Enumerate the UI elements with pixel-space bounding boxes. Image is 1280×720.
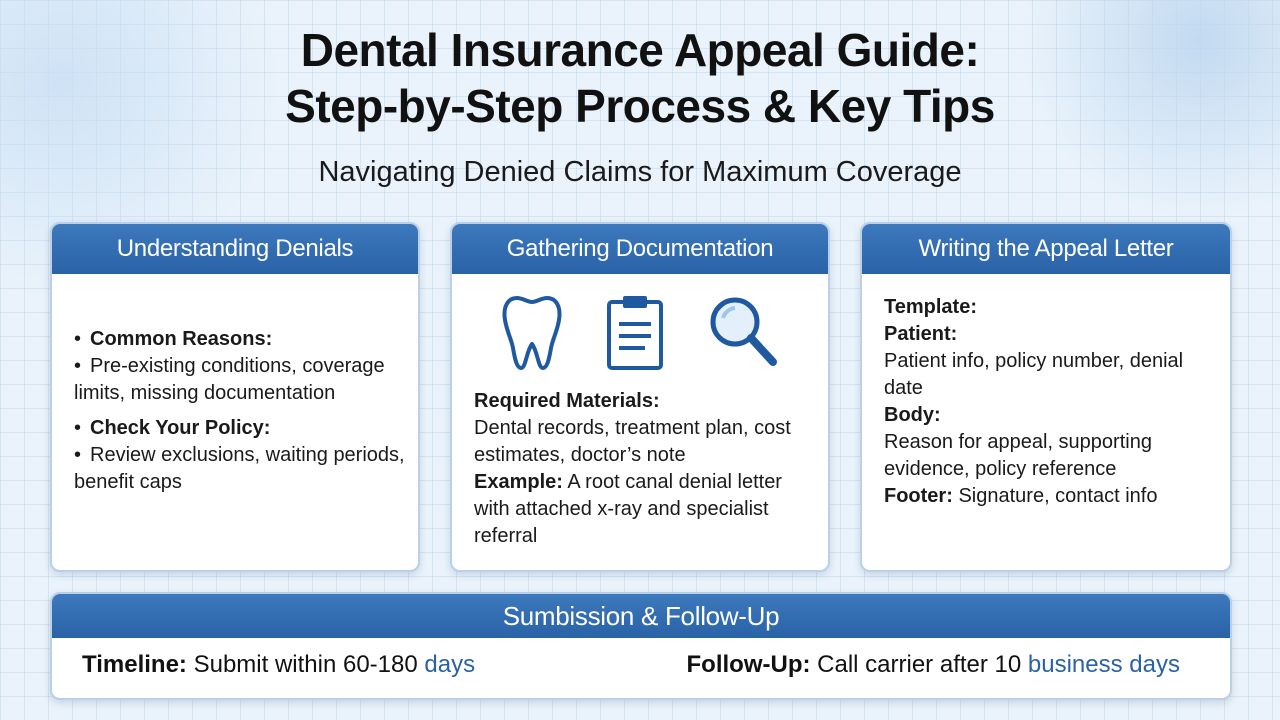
card-writing-appeal-letter: Writing the Appeal Letter Template: Pati… [860,222,1232,572]
patient-label: Patient: [884,323,958,345]
card-header-letter: Writing the Appeal Letter [862,224,1230,274]
followup-item: Follow-Up: Call carrier after 10 busines… [687,638,1180,692]
followup-unit: business days [1027,651,1180,678]
timeline-text: Submit within 60-180 [193,651,418,678]
page-title-line-2: Step-by-Step Process & Key Tips [285,80,995,132]
page-subtitle: Navigating Denied Claims for Maximum Cov… [318,156,962,188]
timeline-item: Timeline: Submit within 60-180 days [82,638,475,692]
common-reasons-label: Common Reasons: [90,328,273,350]
clipboard-icon [605,292,665,372]
magnifier-icon [707,292,779,372]
tooth-icon [501,292,563,372]
card-header-docs: Gathering Documentation [452,224,828,274]
card-understanding-denials: Understanding Denials • Common Reasons: •… [50,222,420,572]
page-title-line-1: Dental Insurance Appeal Guide: [300,24,980,76]
followup-label: Follow-Up: [686,651,811,678]
card-body-docs: Required Materials: Dental records, trea… [452,372,828,550]
card-header-denials: Understanding Denials [52,224,418,274]
required-materials-label: Required Materials: [474,390,660,412]
body-label: Body: [884,404,941,426]
example-text: A root canal denial letter with attached… [474,471,782,547]
check-policy-text: Review exclusions, waiting periods, bene… [74,444,405,493]
common-reasons-text: Pre-existing conditions, coverage limits… [74,355,385,404]
bullet-icon: • [74,328,82,350]
bullet-icon: • [74,355,82,377]
card-gathering-documentation: Gathering Documentation Required M [450,222,830,572]
followup-text: Call carrier after 10 [817,651,1022,678]
example-label: Example: [474,471,563,493]
submission-row: Timeline: Submit within 60-180 days Foll… [52,638,1230,692]
template-label: Template: [884,296,977,318]
body-text: Reason for appeal, supporting evidence, … [884,431,1152,480]
bullet-icon: • [74,417,82,439]
required-materials-text: Dental records, treatment plan, cost est… [474,417,791,466]
page-title: Dental Insurance Appeal Guide: Step-by-S… [0,22,1280,134]
footer-text: Signature, contact info [958,485,1158,507]
timeline-label: Timeline: [82,651,187,678]
patient-text: Patient info, policy number, denial date [884,350,1184,399]
submission-follow-up-panel: Sumbission & Follow-Up Timeline: Submit … [50,592,1232,700]
check-policy-label: Check Your Policy: [90,417,271,439]
footer-label: Footer: [884,485,953,507]
submission-header: Sumbission & Follow-Up [52,594,1230,638]
bullet-icon: • [74,444,82,466]
card-body-denials: •Common Reasons: •Pre-existing condition… [52,274,418,496]
timeline-unit: days [424,651,476,678]
documentation-icons [452,292,828,372]
card-body-letter: Template: Patient: Patient info, policy … [862,274,1230,510]
